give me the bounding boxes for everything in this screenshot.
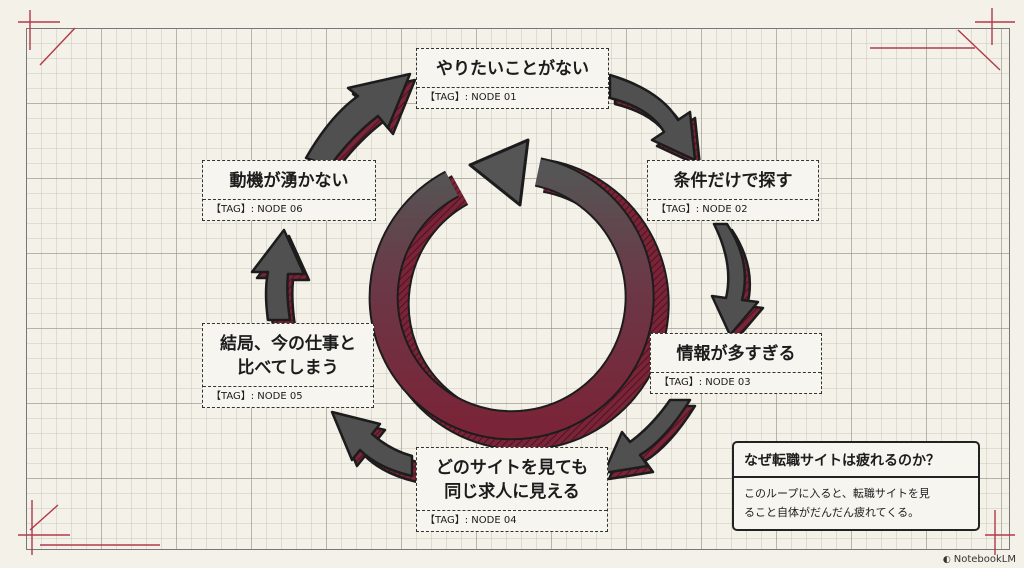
notebook-icon: ◐ — [942, 554, 951, 565]
node-06-card: 動機が湧かない 【TAG】: NODE 06 — [202, 160, 376, 221]
node-05-title: 結局、今の仕事と 比べてしまう — [203, 324, 373, 386]
node-06-title-line: 動機が湧かない — [229, 171, 349, 191]
node-03-tag: 【TAG】: NODE 03 — [651, 372, 821, 393]
callout-body-line-1: このループに入ると、転職サイトを見 — [744, 487, 930, 500]
node-06-tag: 【TAG】: NODE 06 — [203, 199, 375, 220]
callout-body-line-2: ること自体がだんだん疲れてくる。 — [744, 506, 920, 519]
explanation-callout: なぜ転職サイトは疲れるのか？ このループに入ると、転職サイトを見 ること自体がだ… — [732, 441, 980, 531]
arrow-02-to-03 — [710, 222, 765, 343]
node-02-title-line: 条件だけで探す — [673, 171, 793, 191]
node-01-tag: 【TAG】: NODE 01 — [417, 87, 608, 108]
node-04-title-line-2: 同じ求人に見える — [444, 482, 580, 502]
node-02-card: 条件だけで探す 【TAG】: NODE 02 — [647, 160, 819, 221]
corner-marks — [18, 8, 1015, 555]
node-06-title: 動機が湧かない — [203, 161, 375, 199]
node-04-title: どのサイトを見ても 同じ求人に見える — [417, 448, 607, 510]
center-loop-arrow — [368, 138, 670, 451]
node-03-title: 情報が多すぎる — [651, 334, 821, 372]
callout-title: なぜ転職サイトは疲れるのか？ — [734, 443, 978, 478]
cycle-arrows — [250, 72, 765, 484]
node-03-card: 情報が多すぎる 【TAG】: NODE 03 — [650, 333, 822, 394]
node-02-tag: 【TAG】: NODE 02 — [648, 199, 818, 220]
node-05-card: 結局、今の仕事と 比べてしまう 【TAG】: NODE 05 — [202, 323, 374, 408]
node-01-title: やりたいことがない — [417, 49, 608, 87]
callout-body: このループに入ると、転職サイトを見 ること自体がだんだん疲れてくる。 — [734, 478, 978, 528]
node-05-tag: 【TAG】: NODE 05 — [203, 386, 373, 407]
notebooklm-watermark: ◐ NotebookLM — [943, 554, 1016, 565]
node-04-card: どのサイトを見ても 同じ求人に見える 【TAG】: NODE 04 — [416, 447, 608, 532]
arrow-04-to-05 — [330, 410, 419, 484]
arrow-06-to-01 — [304, 72, 417, 174]
node-05-title-line-1: 結局、今の仕事と — [220, 334, 356, 354]
node-05-title-line-2: 比べてしまう — [237, 358, 339, 378]
node-04-title-line-1: どのサイトを見ても — [435, 458, 589, 478]
node-04-tag: 【TAG】: NODE 04 — [417, 510, 607, 531]
node-03-title-line: 情報が多すぎる — [676, 344, 796, 364]
node-02-title: 条件だけで探す — [648, 161, 818, 199]
node-01-title-line: やりたいことがない — [436, 59, 589, 79]
arrow-01-to-02 — [608, 73, 702, 168]
brand-label: NotebookLM — [953, 554, 1016, 565]
node-01-card: やりたいことがない 【TAG】: NODE 01 — [416, 48, 609, 109]
arrow-05-to-06 — [250, 228, 311, 328]
